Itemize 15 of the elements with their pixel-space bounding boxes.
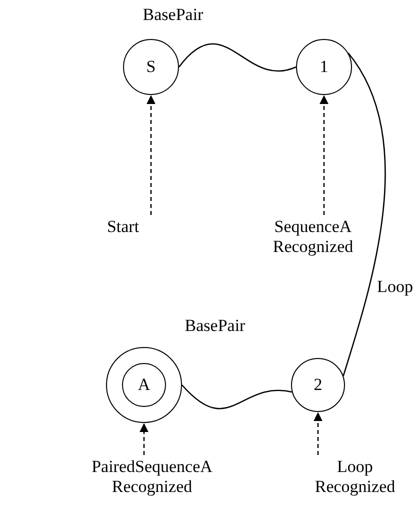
dashed-arrow: [314, 412, 322, 455]
dashed-arrow: [140, 423, 148, 455]
dashed-arrow: [146, 95, 156, 215]
state-label: A: [138, 374, 150, 396]
state-label: 2: [314, 374, 322, 396]
state-label: S: [146, 56, 156, 78]
connector-line: [342, 52, 386, 376]
dashed-arrow: [320, 95, 328, 215]
state-label: 1: [320, 56, 328, 78]
state-caption: SequenceA Recognized: [253, 217, 373, 257]
state-caption: Start: [95, 217, 151, 237]
connector-line: [178, 43, 296, 72]
state-caption: PairedSequenceA Recognized: [67, 457, 237, 497]
state-caption: Loop Recognized: [305, 457, 405, 497]
connector-line: [182, 384, 292, 410]
